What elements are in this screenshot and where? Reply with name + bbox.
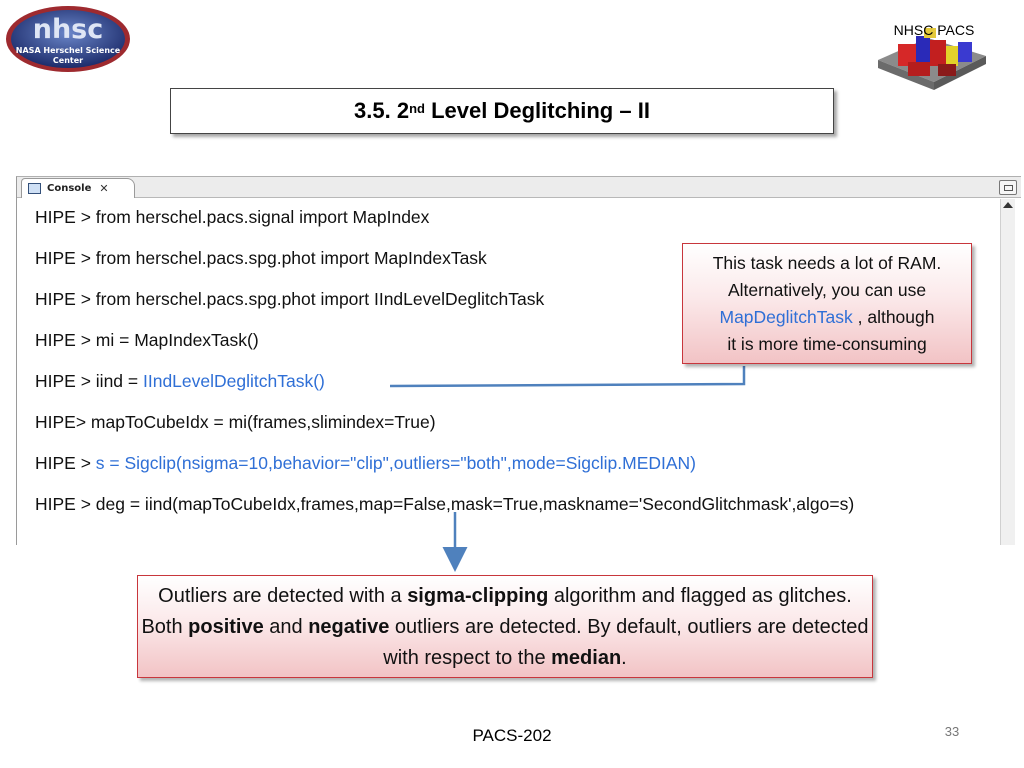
console-window: Console ✕ HIPE > from herschel.pacs.sign…	[16, 176, 1021, 545]
svg-text:NHSC PACS: NHSC PACS	[894, 22, 975, 38]
tab-console[interactable]: Console ✕	[21, 178, 135, 198]
nhsc-logo: nhsc NASA Herschel Science Center	[6, 6, 130, 72]
tab-console-label: Console	[47, 183, 92, 194]
console-line: HIPE > deg = iind(mapToCubeIdx,frames,ma…	[35, 494, 855, 514]
console-icon	[28, 183, 41, 194]
svg-text:Center: Center	[53, 56, 83, 65]
title-suffix: Level Deglitching – II	[424, 98, 650, 123]
console-line: HIPE> mapToCubeIdx = mi(frames,slimindex…	[35, 412, 436, 432]
console-line: HIPE > s = Sigclip(nsigma=10,behavior="c…	[35, 453, 697, 473]
console-tab-bar: Console ✕	[17, 177, 1021, 198]
page-number: 33	[944, 724, 960, 739]
ram-callout-line2: Alternatively, you can use	[727, 280, 927, 300]
ram-callout: This task needs a lot of RAM. Alternativ…	[682, 243, 972, 364]
nhsc-pacs-logo: NHSC PACS	[878, 22, 986, 90]
title-superscript: nd	[409, 100, 425, 116]
ram-callout-line4: it is more time-consuming	[727, 334, 927, 354]
console-line: HIPE > from herschel.pacs.spg.phot impor…	[35, 248, 487, 268]
ram-callout-line1: This task needs a lot of RAM.	[712, 253, 942, 273]
minimize-button[interactable]	[999, 180, 1017, 195]
iind-task-highlight: IIndLevelDeglitchTask()	[142, 371, 325, 391]
close-icon[interactable]: ✕	[99, 182, 109, 195]
title-prefix: 3.5. 2	[354, 98, 410, 123]
vertical-scrollbar[interactable]	[1000, 199, 1015, 545]
console-line: HIPE > from herschel.pacs.signal import …	[35, 207, 430, 227]
sigma-clipping-callout: Outliers are detected with a sigma-clipp…	[137, 575, 873, 678]
console-line: HIPE > from herschel.pacs.spg.phot impor…	[35, 289, 545, 309]
ram-callout-line3: MapDeglitchTask , although	[719, 307, 935, 327]
console-line: HIPE > mi = MapIndexTask()	[35, 330, 259, 350]
scroll-up-arrow-icon[interactable]	[1003, 202, 1013, 208]
console-output[interactable]: HIPE > from herschel.pacs.signal import …	[35, 207, 995, 535]
svg-text:NASA Herschel Science: NASA Herschel Science	[16, 46, 121, 55]
console-line: HIPE > iind = IIndLevelDeglitchTask()	[35, 371, 325, 391]
slide-footer: PACS-202	[472, 726, 552, 745]
svg-text:nhsc: nhsc	[33, 14, 104, 45]
sigclip-highlight: s = Sigclip(nsigma=10,behavior="clip",ou…	[95, 453, 697, 473]
mapdeglitchtask-link: MapDeglitchTask	[719, 307, 853, 327]
